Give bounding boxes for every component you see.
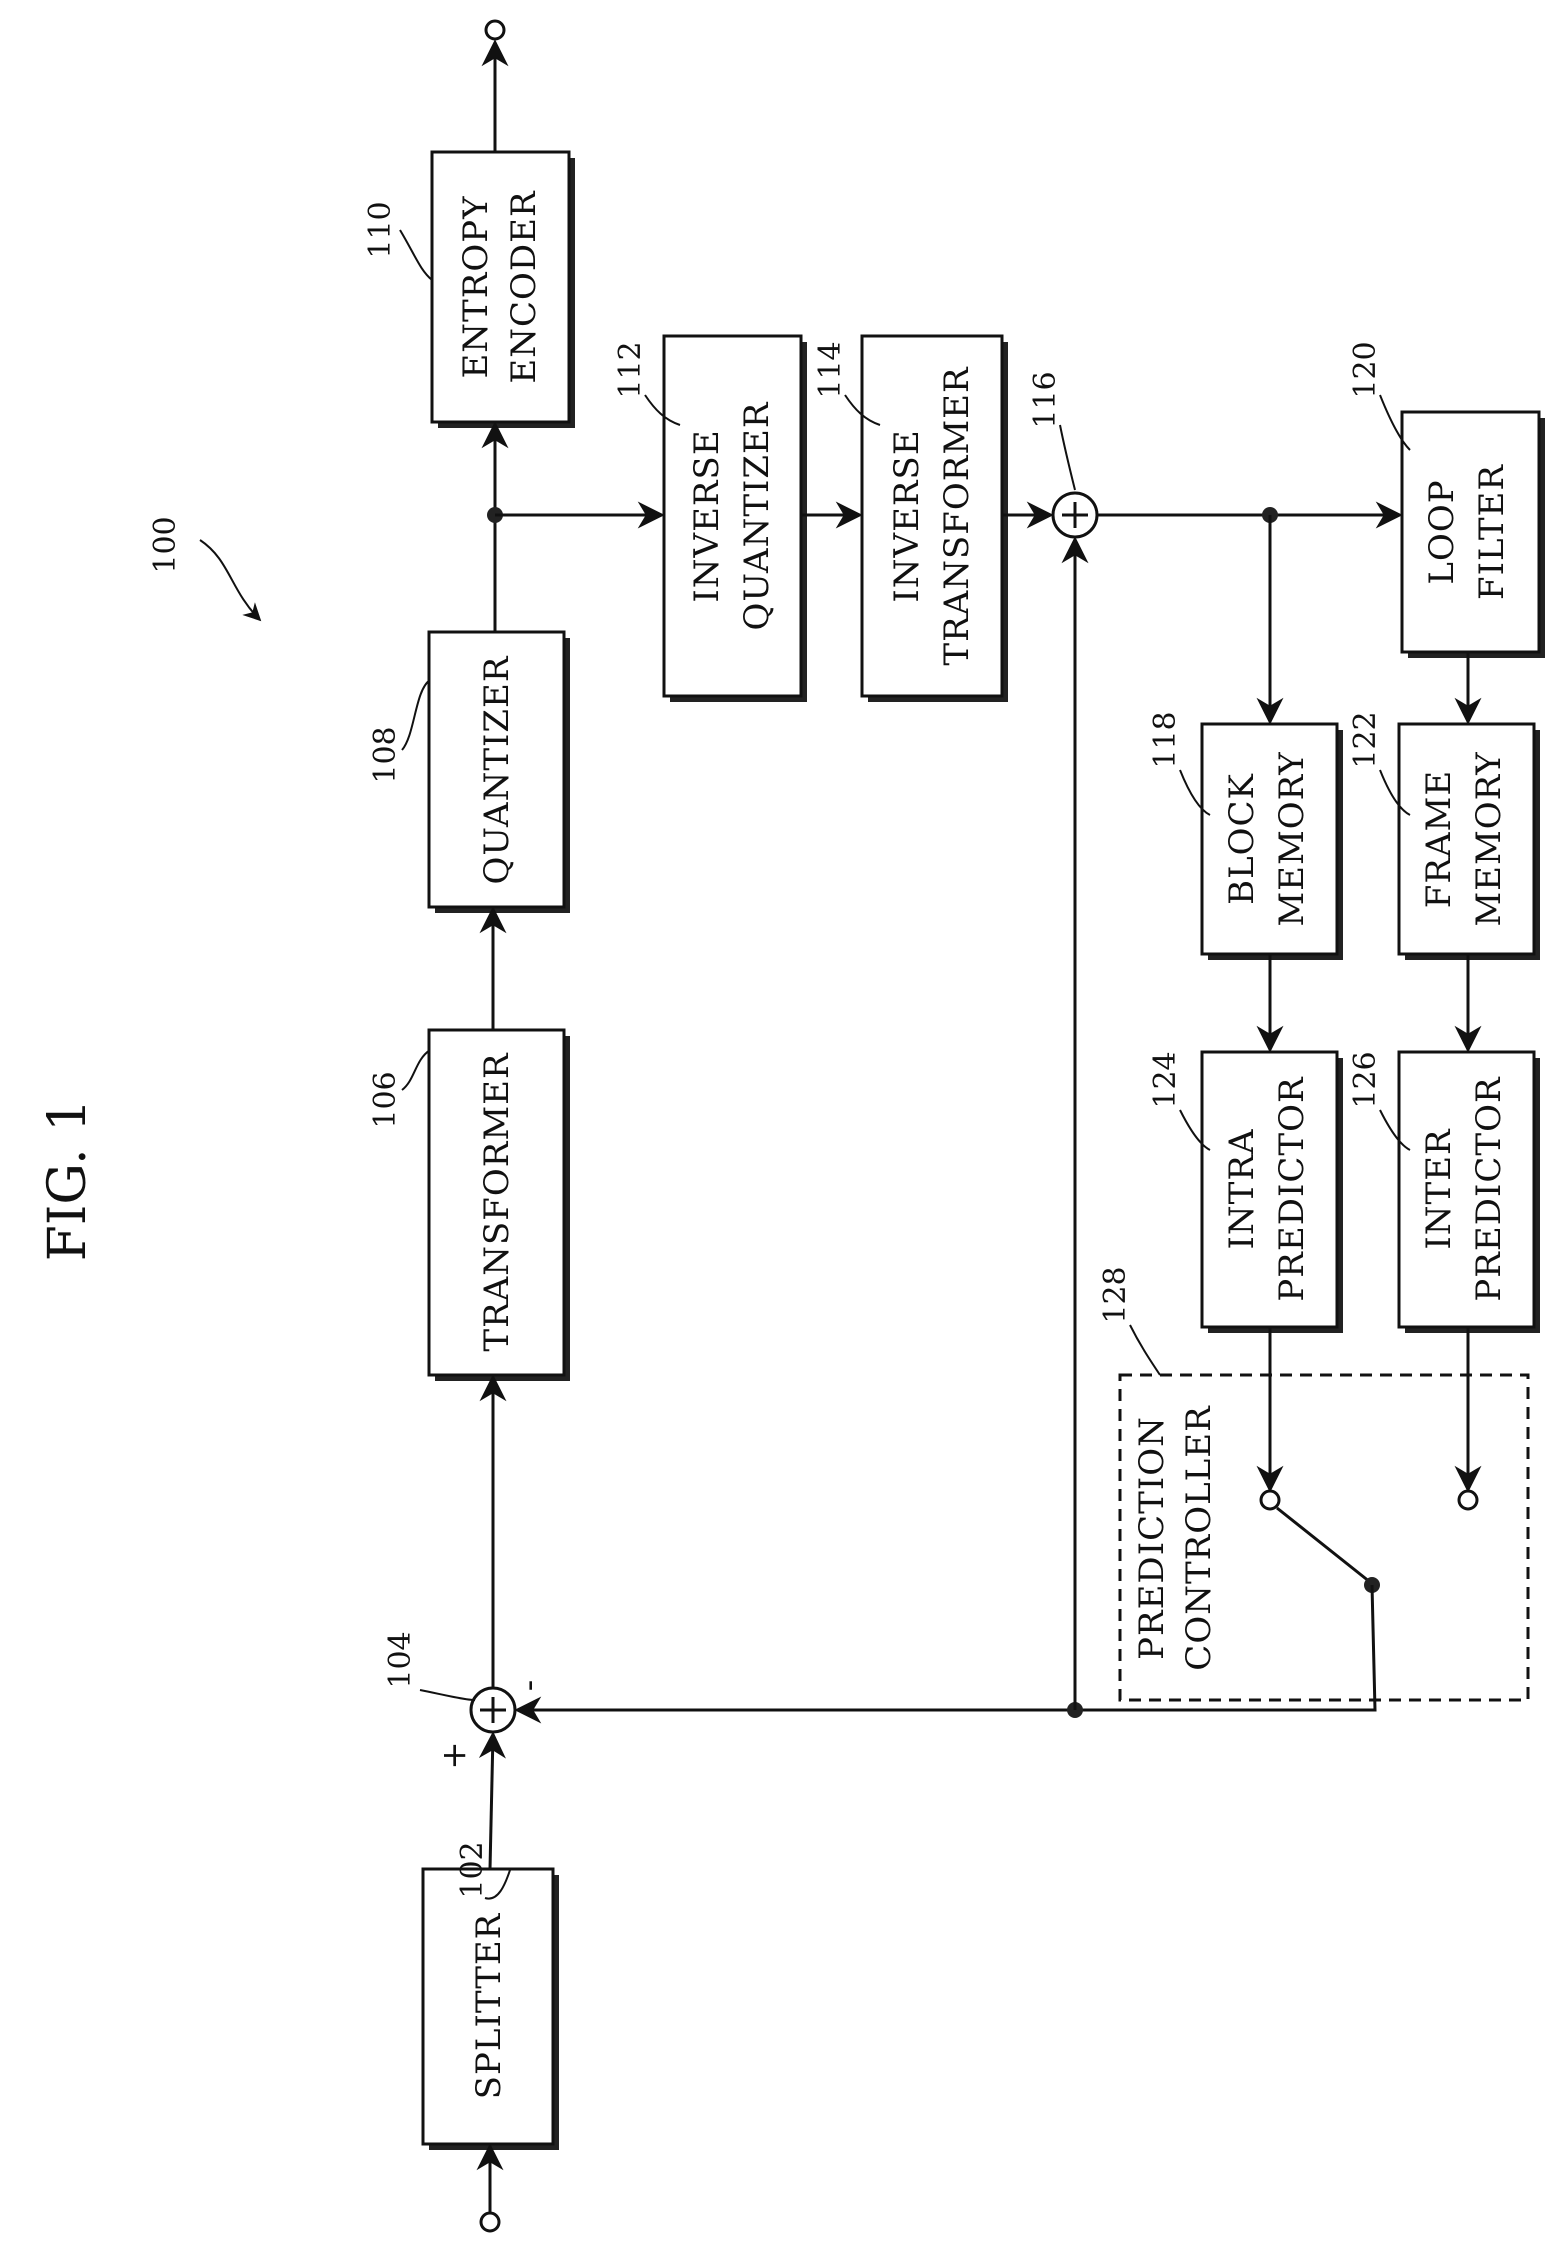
inverse-transformer-block: INVERSE TRANSFORMER	[862, 336, 1008, 702]
figure-title: FIG. 1	[38, 1099, 98, 1261]
prediction-controller-ref: 128	[1098, 1266, 1133, 1323]
block-memory-line1: BLOCK	[1222, 773, 1262, 905]
inter-predictor-block: INTER PREDICTOR	[1399, 1052, 1540, 1333]
adder-ref: 116	[1028, 371, 1063, 428]
adder-node	[1053, 493, 1097, 537]
intra-predictor-ref: 124	[1148, 1051, 1183, 1108]
entropy-encoder-block: ENTROPY ENCODER	[432, 152, 575, 428]
splitter-label: SPLITTER	[469, 1912, 509, 2099]
block-memory-ref: 118	[1148, 711, 1183, 768]
subtractor-ref-leader	[420, 1690, 475, 1700]
block-memory-block: BLOCK MEMORY	[1202, 724, 1343, 960]
frame-memory-ref: 122	[1348, 711, 1383, 768]
entropy-encoder-ref-leader	[400, 230, 432, 280]
splitter-block: SPLITTER	[423, 1869, 559, 2150]
subtractor-plus-sign: +	[434, 1740, 474, 1770]
intra-predictor-block: INTRA PREDICTOR	[1202, 1052, 1343, 1333]
intra-predictor-line1: INTRA	[1222, 1128, 1262, 1249]
transformer-ref-leader	[402, 1050, 430, 1090]
output-terminal	[486, 21, 504, 39]
entropy-encoder-line1: ENTROPY	[456, 195, 496, 378]
intra-predictor-line2: PREDICTOR	[1272, 1076, 1312, 1302]
inverse-transformer-line2: TRANSFORMER	[937, 366, 977, 666]
inter-predictor-line2: PREDICTOR	[1469, 1076, 1509, 1302]
inter-predictor-line1: INTER	[1419, 1128, 1459, 1250]
quantizer-block: QUANTIZER	[429, 632, 570, 913]
loop-filter-block: LOOP FILTER	[1402, 412, 1545, 658]
frame-memory-block: FRAME MEMORY	[1399, 724, 1540, 960]
loop-filter-ref: 120	[1348, 341, 1383, 398]
subtractor-node	[471, 1688, 515, 1732]
inverse-transformer-ref: 114	[813, 341, 848, 398]
inverse-quantizer-line2: QUANTIZER	[737, 401, 777, 630]
transformer-label: TRANSFORMER	[477, 1052, 517, 1352]
inverse-transformer-line1: INVERSE	[887, 429, 927, 602]
adder-ref-leader	[1060, 425, 1075, 490]
splitter-ref: 102	[455, 1841, 490, 1898]
loop-filter-line2: FILTER	[1472, 464, 1512, 600]
input-terminal	[481, 2213, 499, 2231]
subtractor-minus-sign: -	[509, 1679, 549, 1692]
inverse-quantizer-ref: 112	[613, 341, 648, 398]
figure-ref-leader	[200, 540, 260, 620]
prediction-controller-line2: CONTROLLER	[1179, 1405, 1219, 1671]
switch-intra-terminal	[1261, 1491, 1279, 1509]
transformer-block: TRANSFORMER	[429, 1030, 570, 1381]
quantizer-label: QUANTIZER	[477, 655, 517, 884]
frame-memory-line1: FRAME	[1419, 770, 1459, 908]
prediction-controller-ref-leader	[1130, 1325, 1160, 1375]
figure-ref: 100	[148, 516, 183, 573]
inverse-quantizer-line1: INVERSE	[687, 429, 727, 602]
quantizer-ref-leader	[402, 680, 430, 750]
transformer-ref: 106	[368, 1071, 403, 1128]
switch-inter-terminal	[1459, 1491, 1477, 1509]
frame-memory-line2: MEMORY	[1469, 751, 1509, 926]
block-memory-line2: MEMORY	[1272, 751, 1312, 926]
entropy-encoder-ref: 110	[363, 201, 398, 258]
inverse-quantizer-block: INVERSE QUANTIZER	[664, 336, 807, 702]
inter-predictor-ref: 126	[1348, 1051, 1383, 1108]
prediction-controller-line1: PREDICTION	[1132, 1416, 1172, 1660]
loop-filter-line1: LOOP	[1422, 479, 1462, 584]
switch-arm	[1277, 1508, 1370, 1582]
subtractor-ref: 104	[383, 1631, 418, 1688]
quantizer-ref: 108	[368, 726, 403, 783]
splitter-to-subtractor	[490, 1734, 493, 1869]
entropy-encoder-line2: ENCODER	[504, 190, 544, 384]
